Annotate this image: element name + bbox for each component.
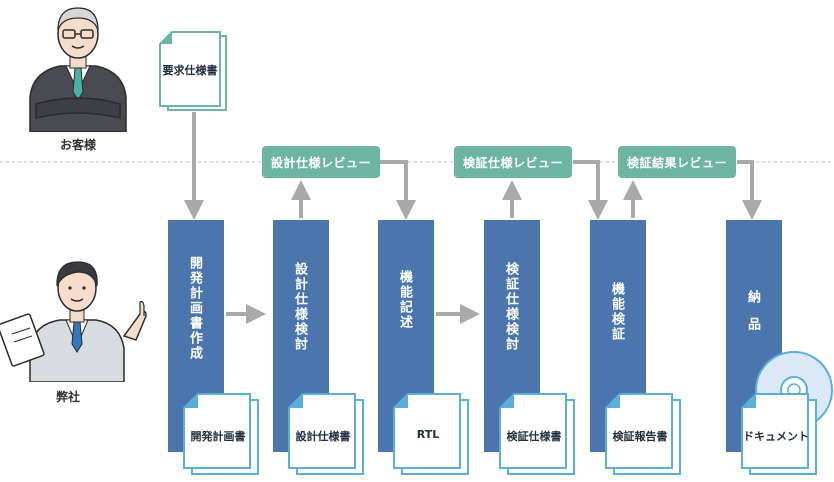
document-stack-icon xyxy=(183,393,259,475)
doc-label-delivery: ドキュメント xyxy=(743,430,809,443)
doc-label-verification-spec: 検証仕様書 xyxy=(506,430,562,443)
arrow-review1-to-rtl xyxy=(380,160,416,220)
document-stack-icon xyxy=(499,393,575,475)
doc-label-rtl: RTL xyxy=(416,428,440,441)
phase-label-plan: 開発計画書作成 xyxy=(187,256,202,361)
arrow-review2-to-verification xyxy=(573,160,608,220)
phase-label-rtl: 機能記述 xyxy=(397,270,412,330)
doc-label-design: 設計仕様書 xyxy=(295,430,351,443)
arrow-review3-to-delivery xyxy=(737,160,762,220)
review-verification-spec: 検証仕様レビュー xyxy=(454,146,572,178)
doc-label-plan: 開発計画書 xyxy=(190,430,246,443)
review-verification-result: 検証結果レビュー xyxy=(618,146,736,178)
document-stack-icon xyxy=(741,393,817,475)
phase-label-verification-spec: 検証仕様検討 xyxy=(503,262,518,352)
document-stack-icon xyxy=(288,393,364,475)
company-label: 弊社 xyxy=(55,390,80,404)
staff-with-clipboard-icon xyxy=(0,261,147,382)
doc-label-verification: 検証報告書 xyxy=(612,430,668,443)
review-design-spec: 設計仕様レビュー xyxy=(262,146,380,178)
requirement-doc-label: 要求仕様書 xyxy=(162,64,218,77)
phase-label-design: 設計仕様検討 xyxy=(292,262,307,352)
document-stack-icon xyxy=(605,393,681,475)
businessman-with-crossed-arms-icon xyxy=(29,7,127,132)
document-stack-icon xyxy=(159,31,227,111)
phase-label-verification: 機能検証 xyxy=(609,282,624,342)
phase-label-delivery: 納品 xyxy=(745,290,760,344)
document-stack-icon xyxy=(393,393,469,475)
customer-label: お客様 xyxy=(59,138,96,152)
